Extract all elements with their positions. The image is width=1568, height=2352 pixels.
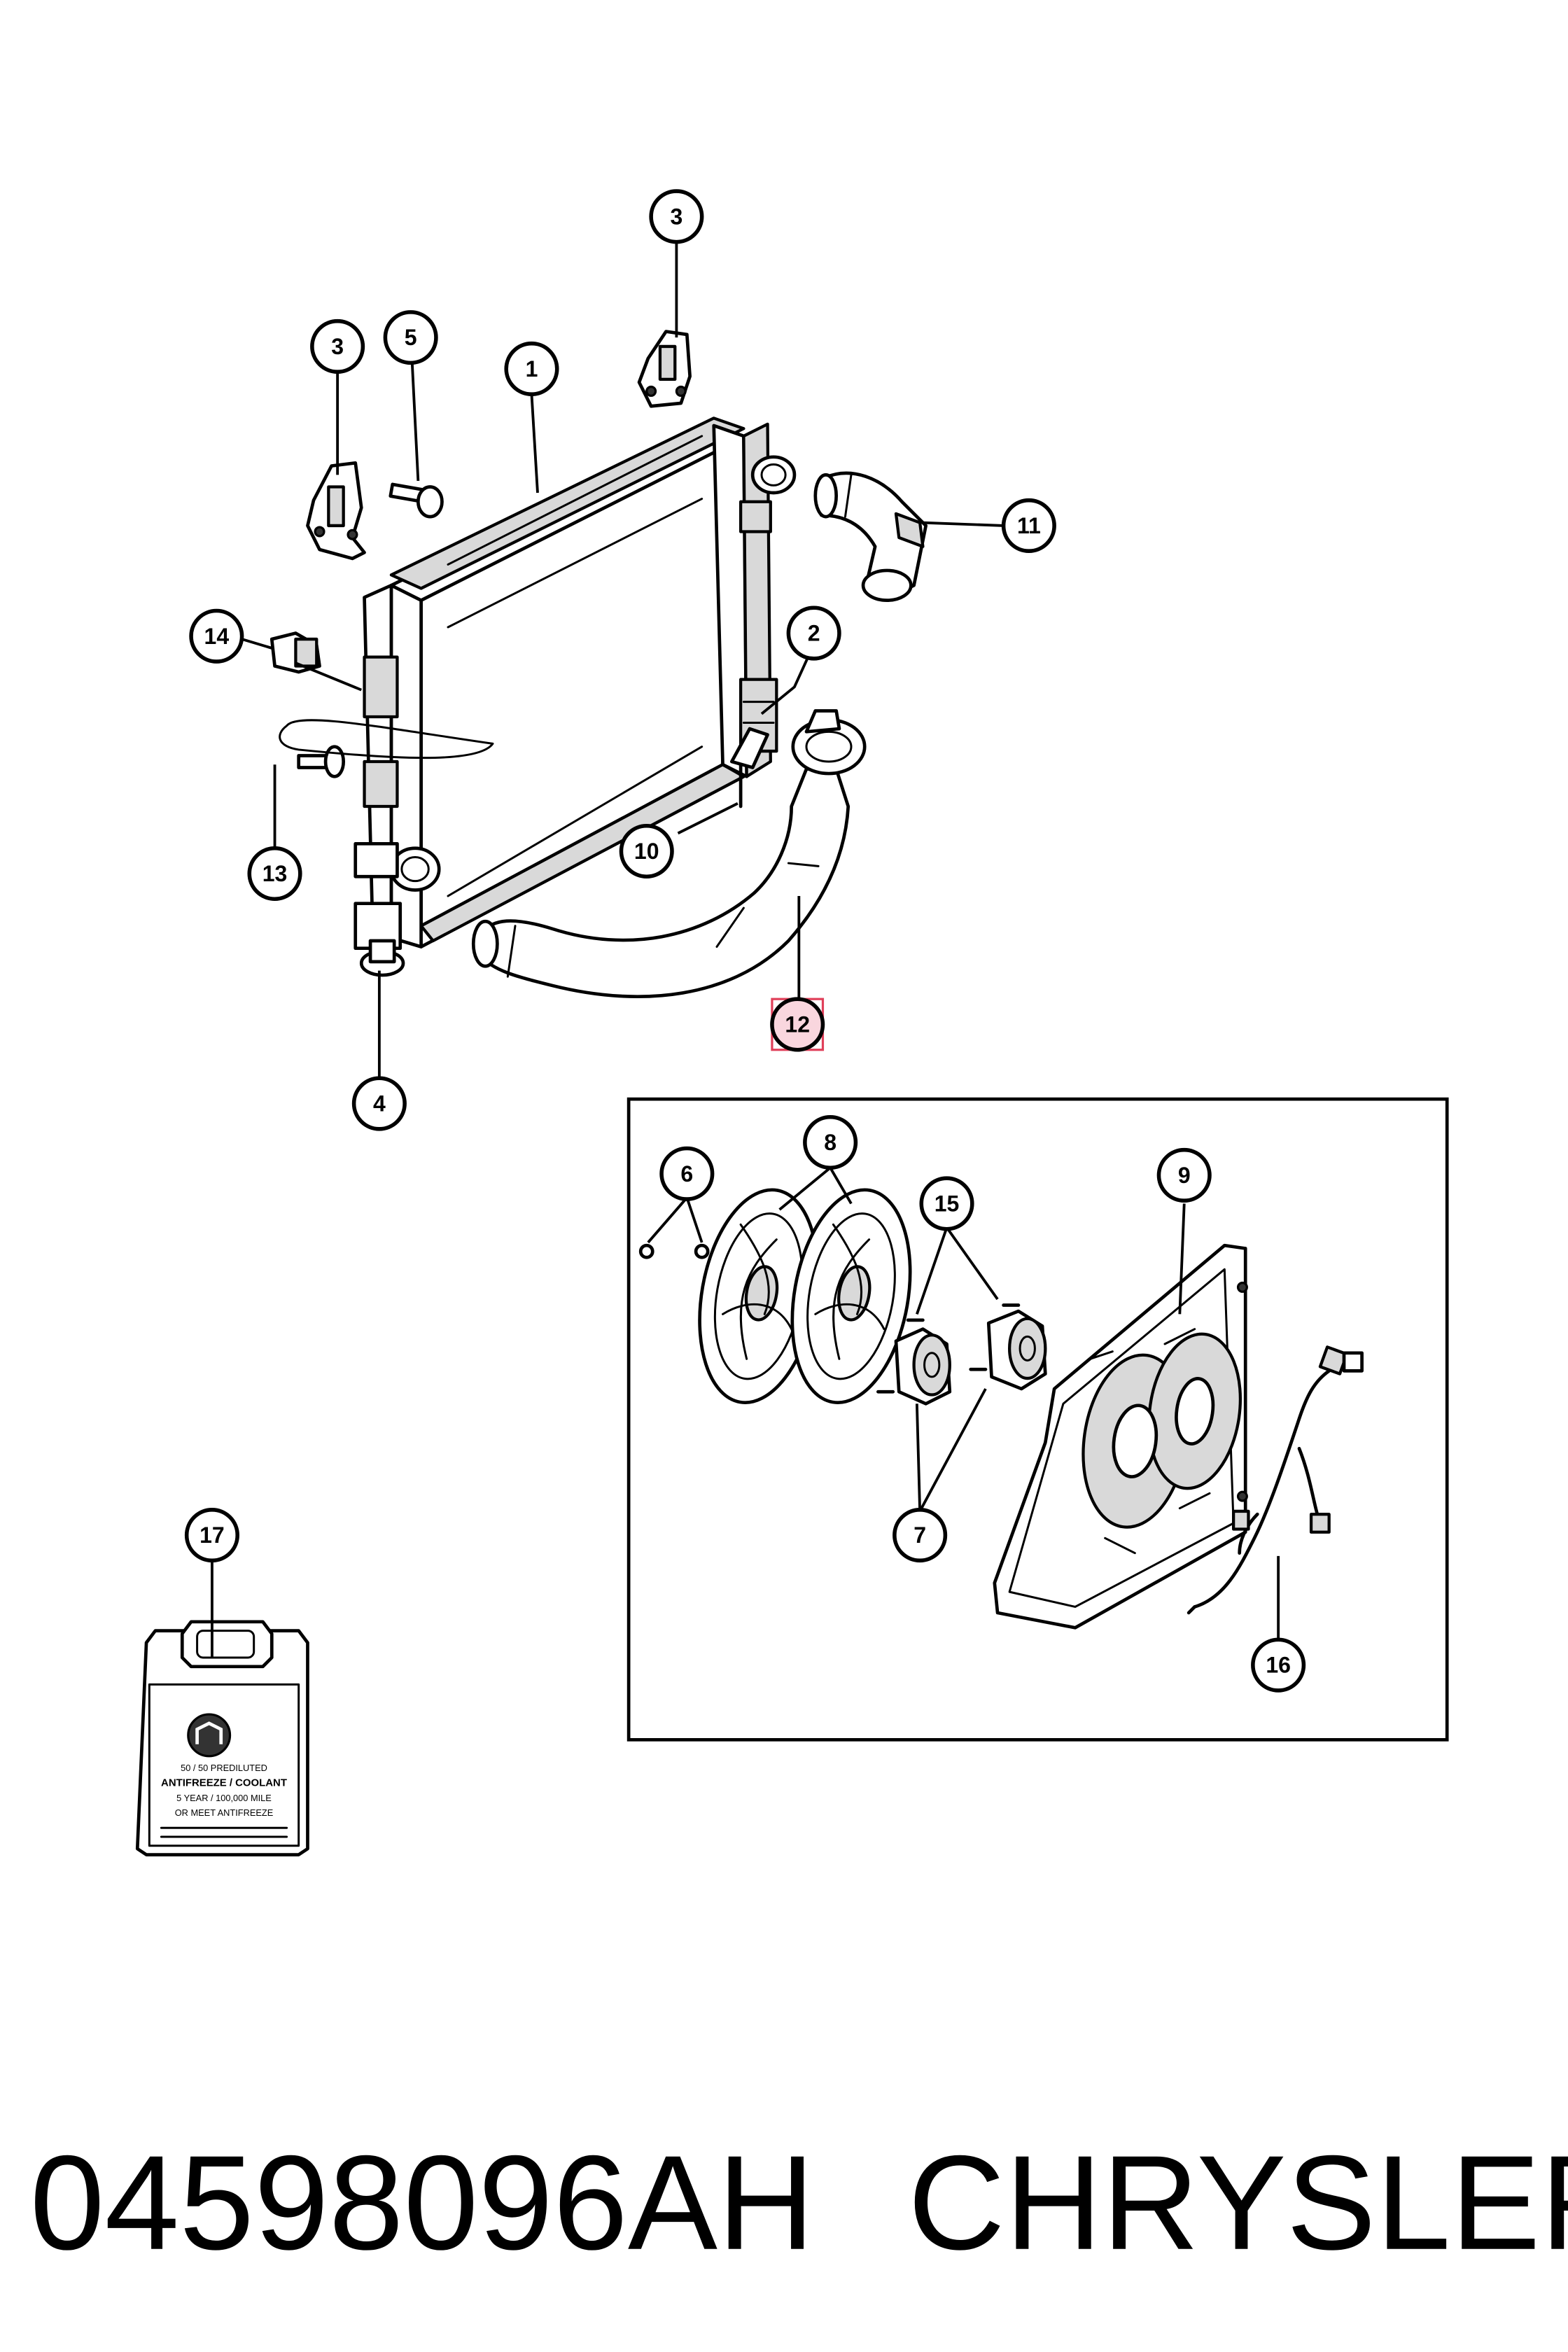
- fan-shroud: [993, 1243, 1248, 1630]
- radiator: [354, 416, 797, 958]
- jug-text-4: OR MEET ANTIFREEZE: [175, 1807, 274, 1818]
- mopar-logo: [187, 1713, 232, 1758]
- callout-17: 17: [184, 1508, 239, 1563]
- callout-15: 15: [919, 1176, 974, 1231]
- callout-7-label: 7: [913, 1522, 926, 1548]
- motor-screws: [876, 1303, 1021, 1394]
- lower-hose: [471, 709, 867, 998]
- fan-module-frame: [626, 1097, 1449, 1742]
- fan-motor-left: [894, 1327, 952, 1406]
- nut-left: [638, 1243, 654, 1259]
- callout-16: 16: [1251, 1637, 1306, 1693]
- callout-8-label: 8: [824, 1130, 836, 1155]
- callout-7: 7: [892, 1508, 948, 1563]
- callout-2: 2: [786, 606, 841, 661]
- upper-hose: [813, 471, 928, 602]
- sensor: [270, 631, 321, 674]
- callout-16-label: 16: [1266, 1653, 1291, 1678]
- callout-15-label: 15: [934, 1191, 960, 1216]
- jug-text-1: 50 / 50 PREDILUTED: [181, 1763, 267, 1773]
- drain-bolt: [297, 745, 346, 778]
- upper-bracket-right: [637, 330, 692, 408]
- callout-1-label: 1: [526, 356, 538, 382]
- callout-10-label: 10: [634, 839, 659, 864]
- jug-text-3: 5 YEAR / 100,000 MILE: [176, 1793, 272, 1803]
- part-number-caption: 04598096AH: [30, 2127, 815, 2278]
- callout-4: 4: [351, 1076, 407, 1131]
- callout-13: 13: [247, 846, 302, 902]
- callout-14-label: 14: [204, 624, 230, 649]
- callout-6-label: 6: [680, 1161, 693, 1186]
- callout-5-label: 5: [405, 325, 417, 350]
- callout-2-label: 2: [808, 621, 820, 646]
- drain-plug: [359, 939, 405, 977]
- callout-5: 5: [383, 310, 438, 365]
- callout-4-label: 4: [373, 1091, 386, 1116]
- callout-3-right-label: 3: [671, 204, 683, 229]
- callout-3-left-label: 3: [331, 334, 344, 359]
- bolt: [388, 482, 444, 519]
- callout-10: 10: [619, 823, 674, 879]
- fan-motor-right: [986, 1309, 1047, 1391]
- brand-caption: CHRYSLER: [908, 2127, 1568, 2278]
- callout-9-label: 9: [1178, 1163, 1191, 1188]
- callout-8: 8: [803, 1114, 858, 1170]
- hose-clamp: [729, 727, 769, 808]
- callout-9: 9: [1156, 1147, 1212, 1203]
- nut-right: [694, 1243, 710, 1259]
- jug-text-2: ANTIFREEZE / COOLANT: [161, 1777, 287, 1788]
- callout-6: 6: [659, 1146, 715, 1201]
- callout-3-left: 3: [310, 318, 365, 374]
- callout-12-label: 12: [785, 1011, 810, 1037]
- callout-17-label: 17: [200, 1522, 225, 1548]
- callout-14: 14: [189, 608, 244, 664]
- callout-13-label: 13: [262, 861, 288, 886]
- callout-11: 11: [1001, 498, 1056, 553]
- leader-lines: [211, 241, 1280, 1658]
- callout-12[interactable]: 12: [770, 997, 825, 1052]
- callout-3-right: 3: [649, 189, 704, 244]
- callout-1: 1: [504, 341, 559, 396]
- coolant-jug: 50 / 50 PREDILUTED ANTIFREEZE / COOLANT …: [135, 1620, 309, 1856]
- upper-bracket-left: [306, 461, 366, 561]
- wiring-harness: [1186, 1345, 1364, 1615]
- fan-blade-right: [790, 1188, 912, 1405]
- callout-11-label: 11: [1017, 513, 1041, 538]
